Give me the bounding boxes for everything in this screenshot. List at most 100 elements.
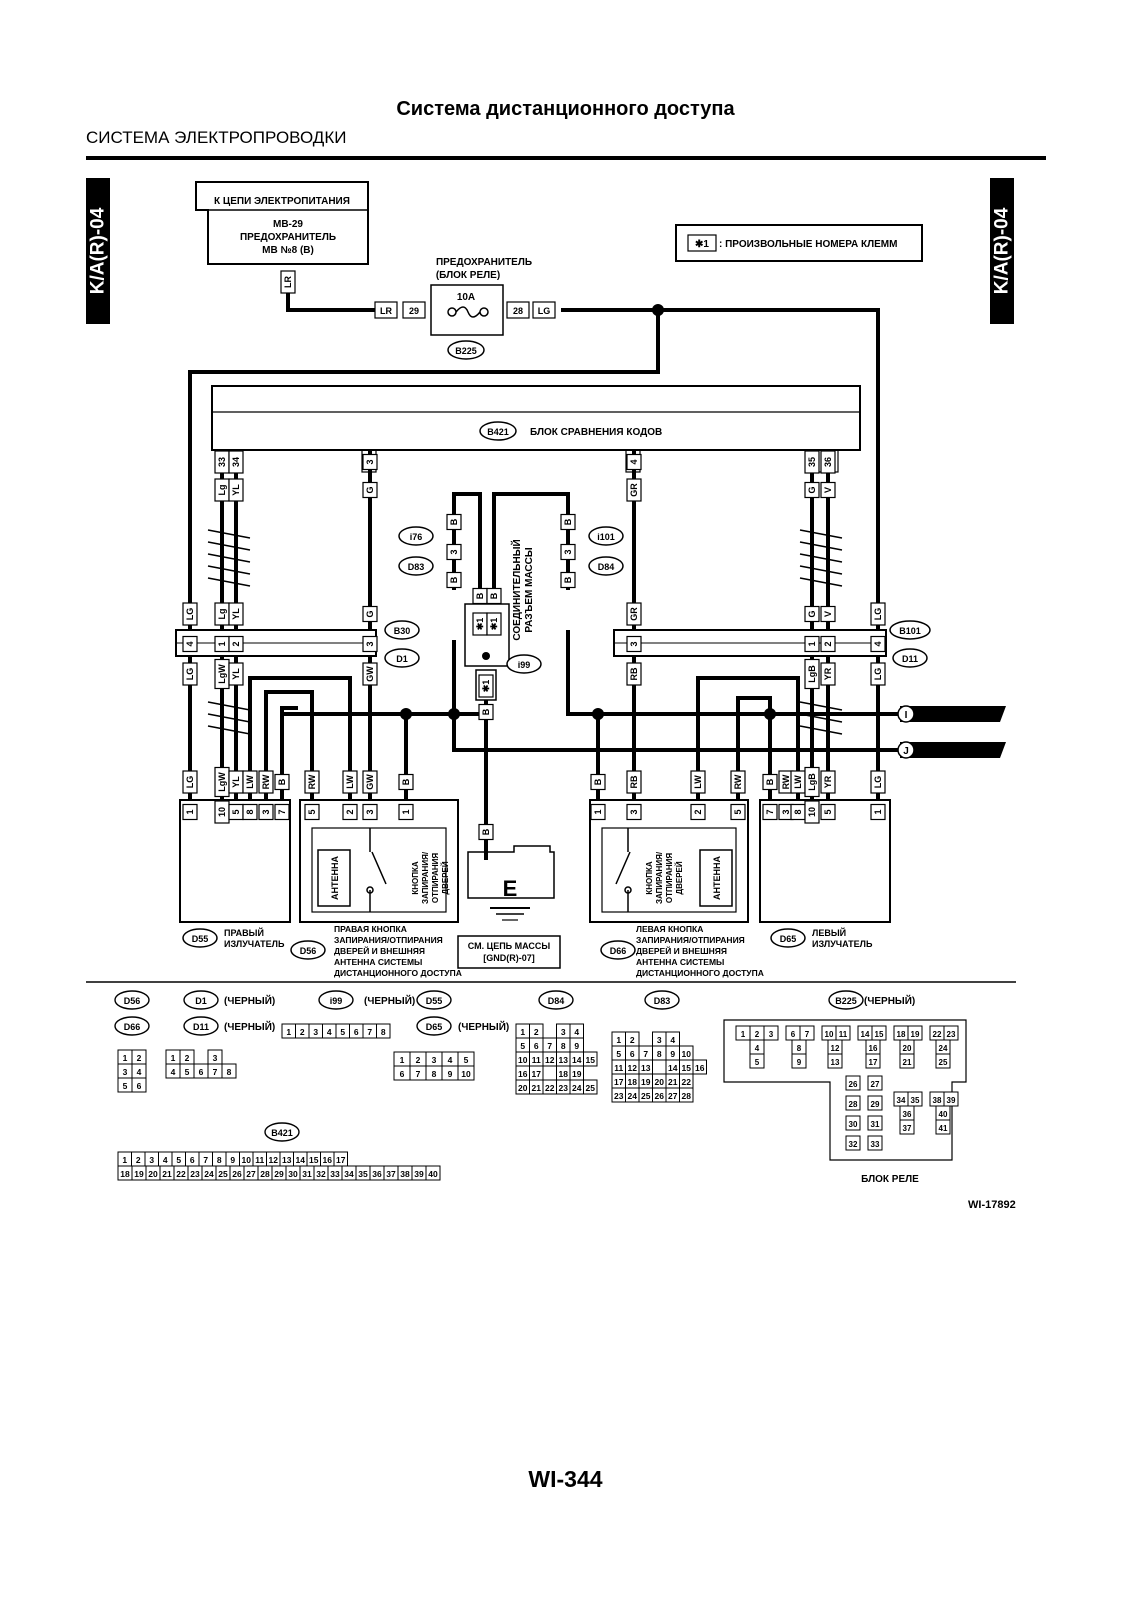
svg-text:14: 14 xyxy=(861,1030,870,1039)
svg-text:3: 3 xyxy=(432,1055,437,1065)
svg-text:(ЧЕРНЫЙ): (ЧЕРНЫЙ) xyxy=(224,994,275,1007)
svg-text:D56: D56 xyxy=(124,996,141,1006)
svg-text:МВ-29: МВ-29 xyxy=(273,219,303,230)
wire-tag: LG xyxy=(870,602,886,626)
wire-tag: 2 xyxy=(820,635,836,653)
connector-view-label: D55 xyxy=(416,990,452,1010)
svg-text:7: 7 xyxy=(547,1041,552,1051)
svg-text:34: 34 xyxy=(897,1096,906,1105)
wire-tag: ✱1 xyxy=(486,612,502,636)
wire-tag: 2 xyxy=(690,803,706,821)
svg-text:1: 1 xyxy=(171,1053,176,1063)
svg-text:Lg: Lg xyxy=(217,485,227,496)
wire-tag: 2 xyxy=(342,803,358,821)
wire-tag: YL xyxy=(228,662,244,686)
svg-text:V: V xyxy=(823,611,833,617)
wire-tag: LgW xyxy=(214,658,230,690)
svg-text:13: 13 xyxy=(282,1155,292,1165)
svg-text:16: 16 xyxy=(323,1155,333,1165)
svg-text:14: 14 xyxy=(668,1063,678,1073)
svg-text:2: 2 xyxy=(823,641,833,646)
svg-text:11: 11 xyxy=(255,1155,264,1165)
wire-tag: LgB xyxy=(804,766,820,798)
wire-tag: 5 xyxy=(228,803,244,821)
svg-text:3: 3 xyxy=(561,1027,566,1037)
svg-text:3: 3 xyxy=(313,1027,318,1037)
svg-text:3: 3 xyxy=(261,809,271,814)
svg-text:3: 3 xyxy=(213,1053,218,1063)
svg-text:17: 17 xyxy=(336,1155,346,1165)
wire-tag: LW xyxy=(790,770,806,794)
svg-text:B: B xyxy=(277,778,287,785)
svg-text:G: G xyxy=(807,610,817,617)
page-subtitle: СИСТЕМА ЭЛЕКТРОПРОВОДКИ xyxy=(86,128,347,147)
svg-text:25: 25 xyxy=(218,1169,228,1179)
svg-text:1: 1 xyxy=(807,641,817,646)
svg-text:28: 28 xyxy=(513,306,523,316)
svg-text:МВ №8 (В): МВ №8 (В) xyxy=(262,245,314,256)
wire-tag: 4 xyxy=(870,635,886,653)
svg-text:10: 10 xyxy=(682,1049,692,1059)
wire-tag: 2 xyxy=(228,635,244,653)
svg-text:2: 2 xyxy=(231,641,241,646)
svg-text:18: 18 xyxy=(628,1077,638,1087)
wire-tag: B xyxy=(446,571,462,589)
svg-text:20: 20 xyxy=(903,1044,912,1053)
svg-text:GW: GW xyxy=(365,774,375,790)
side-tab-right: K/A(R)-04 xyxy=(990,178,1014,324)
svg-text:12: 12 xyxy=(831,1044,840,1053)
wire-tag: 1 xyxy=(590,803,606,821)
svg-text:33: 33 xyxy=(330,1169,340,1179)
svg-text:10: 10 xyxy=(461,1069,471,1079)
svg-text:5: 5 xyxy=(123,1081,128,1091)
wire-tag: 36 xyxy=(820,450,836,474)
svg-text:24: 24 xyxy=(572,1083,582,1093)
svg-text:4: 4 xyxy=(163,1155,168,1165)
ground-symbol-box xyxy=(467,845,555,899)
svg-text:7: 7 xyxy=(367,1027,372,1037)
svg-text:LgB: LgB xyxy=(807,773,817,791)
svg-text:33: 33 xyxy=(217,457,227,467)
svg-text:29: 29 xyxy=(871,1100,880,1109)
svg-text:B: B xyxy=(489,592,499,599)
svg-text:4: 4 xyxy=(574,1027,579,1037)
svg-text:28: 28 xyxy=(849,1100,858,1109)
svg-text:ИЗЛУЧАТЕЛЬ: ИЗЛУЧАТЕЛЬ xyxy=(812,939,873,949)
svg-text:29: 29 xyxy=(274,1169,284,1179)
svg-text:ПРЕДОХРАНИТЕЛЬ: ПРЕДОХРАНИТЕЛЬ xyxy=(240,232,336,243)
right-switch-d56 xyxy=(299,799,459,923)
svg-text:LG: LG xyxy=(538,306,551,316)
svg-text:СОЕДИНИТЕЛЬНЫЙ: СОЕДИНИТЕЛЬНЫЙ xyxy=(510,539,523,640)
svg-text:34: 34 xyxy=(344,1169,354,1179)
svg-text:3: 3 xyxy=(629,641,639,646)
connector-view-label: D11 xyxy=(183,1016,219,1036)
svg-text:YL: YL xyxy=(231,484,241,496)
svg-text:4: 4 xyxy=(327,1027,332,1037)
wire-tag: 34 xyxy=(228,450,244,474)
svg-text:5: 5 xyxy=(185,1067,190,1077)
svg-text:26: 26 xyxy=(232,1169,242,1179)
svg-text:8: 8 xyxy=(793,809,803,814)
svg-text:5: 5 xyxy=(307,809,317,814)
svg-text:(ЧЕРНЫЙ): (ЧЕРНЫЙ) xyxy=(458,1020,509,1033)
svg-text:38: 38 xyxy=(400,1169,410,1179)
wire-tag: Lg xyxy=(214,602,230,626)
svg-text:5: 5 xyxy=(520,1041,525,1051)
wire-tag: 8 xyxy=(790,803,806,821)
svg-text:D84: D84 xyxy=(598,562,615,572)
svg-text:РАЗЪЕМ МАССЫ: РАЗЪЕМ МАССЫ xyxy=(524,547,535,632)
svg-text:6: 6 xyxy=(534,1041,539,1051)
svg-text:D55: D55 xyxy=(426,996,443,1006)
legend-note-box xyxy=(675,224,923,262)
svg-text:26: 26 xyxy=(655,1091,665,1101)
svg-text:11: 11 xyxy=(614,1063,623,1073)
svg-text:5: 5 xyxy=(733,809,743,814)
svg-text:17: 17 xyxy=(614,1077,624,1087)
svg-text:26: 26 xyxy=(849,1080,858,1089)
svg-text:10: 10 xyxy=(217,807,227,817)
svg-text:14: 14 xyxy=(572,1055,582,1065)
wire-tag: B xyxy=(560,571,576,589)
svg-text:(БЛОК РЕЛЕ): (БЛОК РЕЛЕ) xyxy=(436,270,500,281)
